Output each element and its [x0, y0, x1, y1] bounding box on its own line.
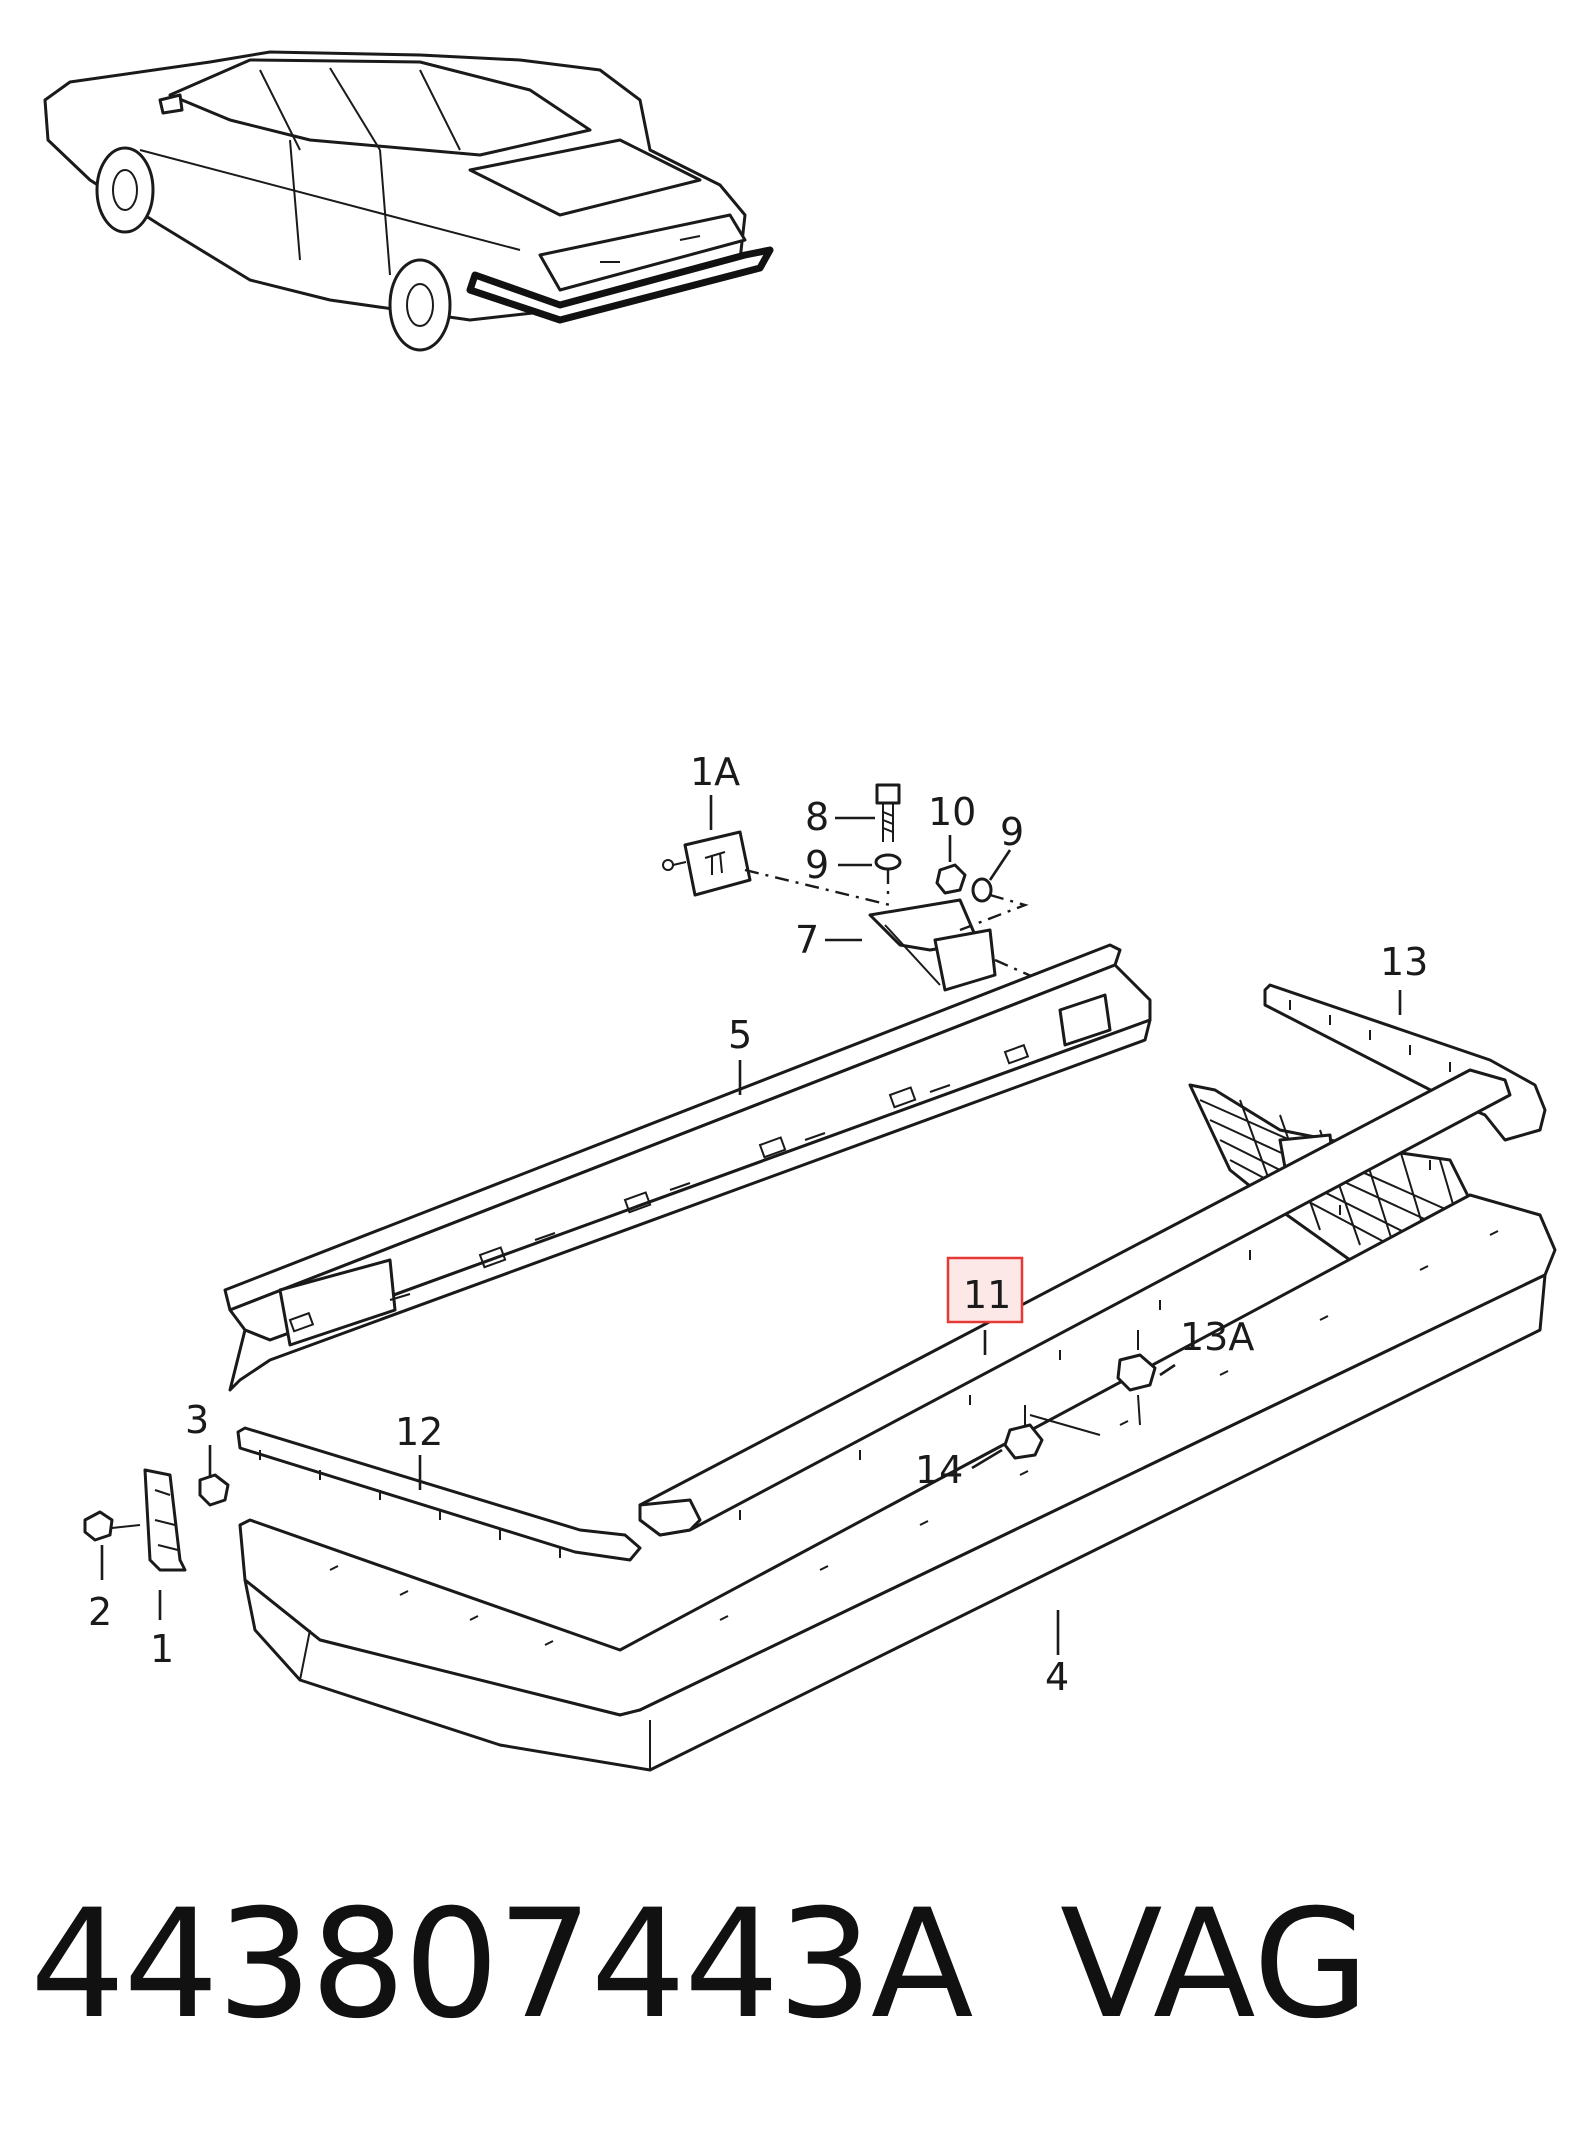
callout-labels: 1A 8 10 9 9 7 5 13 11 13A 3 12 14 2 1 4: [88, 750, 1428, 1699]
callout-13: 13: [1380, 940, 1428, 984]
callout-11: 11: [963, 1273, 1011, 1317]
brand-label: VAG: [1060, 1878, 1370, 2052]
callout-10: 10: [928, 790, 976, 834]
callout-3: 3: [185, 1398, 209, 1442]
part-5-carrier: [223, 943, 1152, 1392]
callout-1: 1: [150, 1627, 174, 1671]
part-12-trim-strip: [236, 1426, 642, 1562]
parts-1-2-3-side-mounts: [83, 1468, 230, 1572]
callout-2: 2: [88, 1590, 112, 1634]
bracket-assembly: [662, 783, 1041, 992]
callout-7: 7: [795, 918, 819, 962]
part-number-label: 443807443A: [30, 1878, 974, 2052]
part-14-nut: [1003, 1405, 1101, 1460]
part-11-highlight-box: [946, 1256, 1024, 1324]
callout-14: 14: [915, 1448, 963, 1492]
callout-4: 4: [1045, 1655, 1069, 1699]
part-4-bumper-cover: [238, 1193, 1557, 1772]
part-13A-nut: [1116, 1330, 1157, 1426]
callout-9-left: 9: [805, 843, 829, 887]
callout-1A: 1A: [690, 750, 740, 794]
callout-9-right: 9: [1000, 810, 1024, 854]
callout-12: 12: [395, 1410, 443, 1454]
part-11-upper-trim: [638, 1068, 1512, 1537]
car-overview-illustration: [43, 50, 774, 352]
leader-lines: [100, 795, 1402, 1655]
callout-13A: 13A: [1180, 1315, 1254, 1359]
callout-8: 8: [805, 795, 829, 839]
callout-5: 5: [728, 1013, 752, 1057]
